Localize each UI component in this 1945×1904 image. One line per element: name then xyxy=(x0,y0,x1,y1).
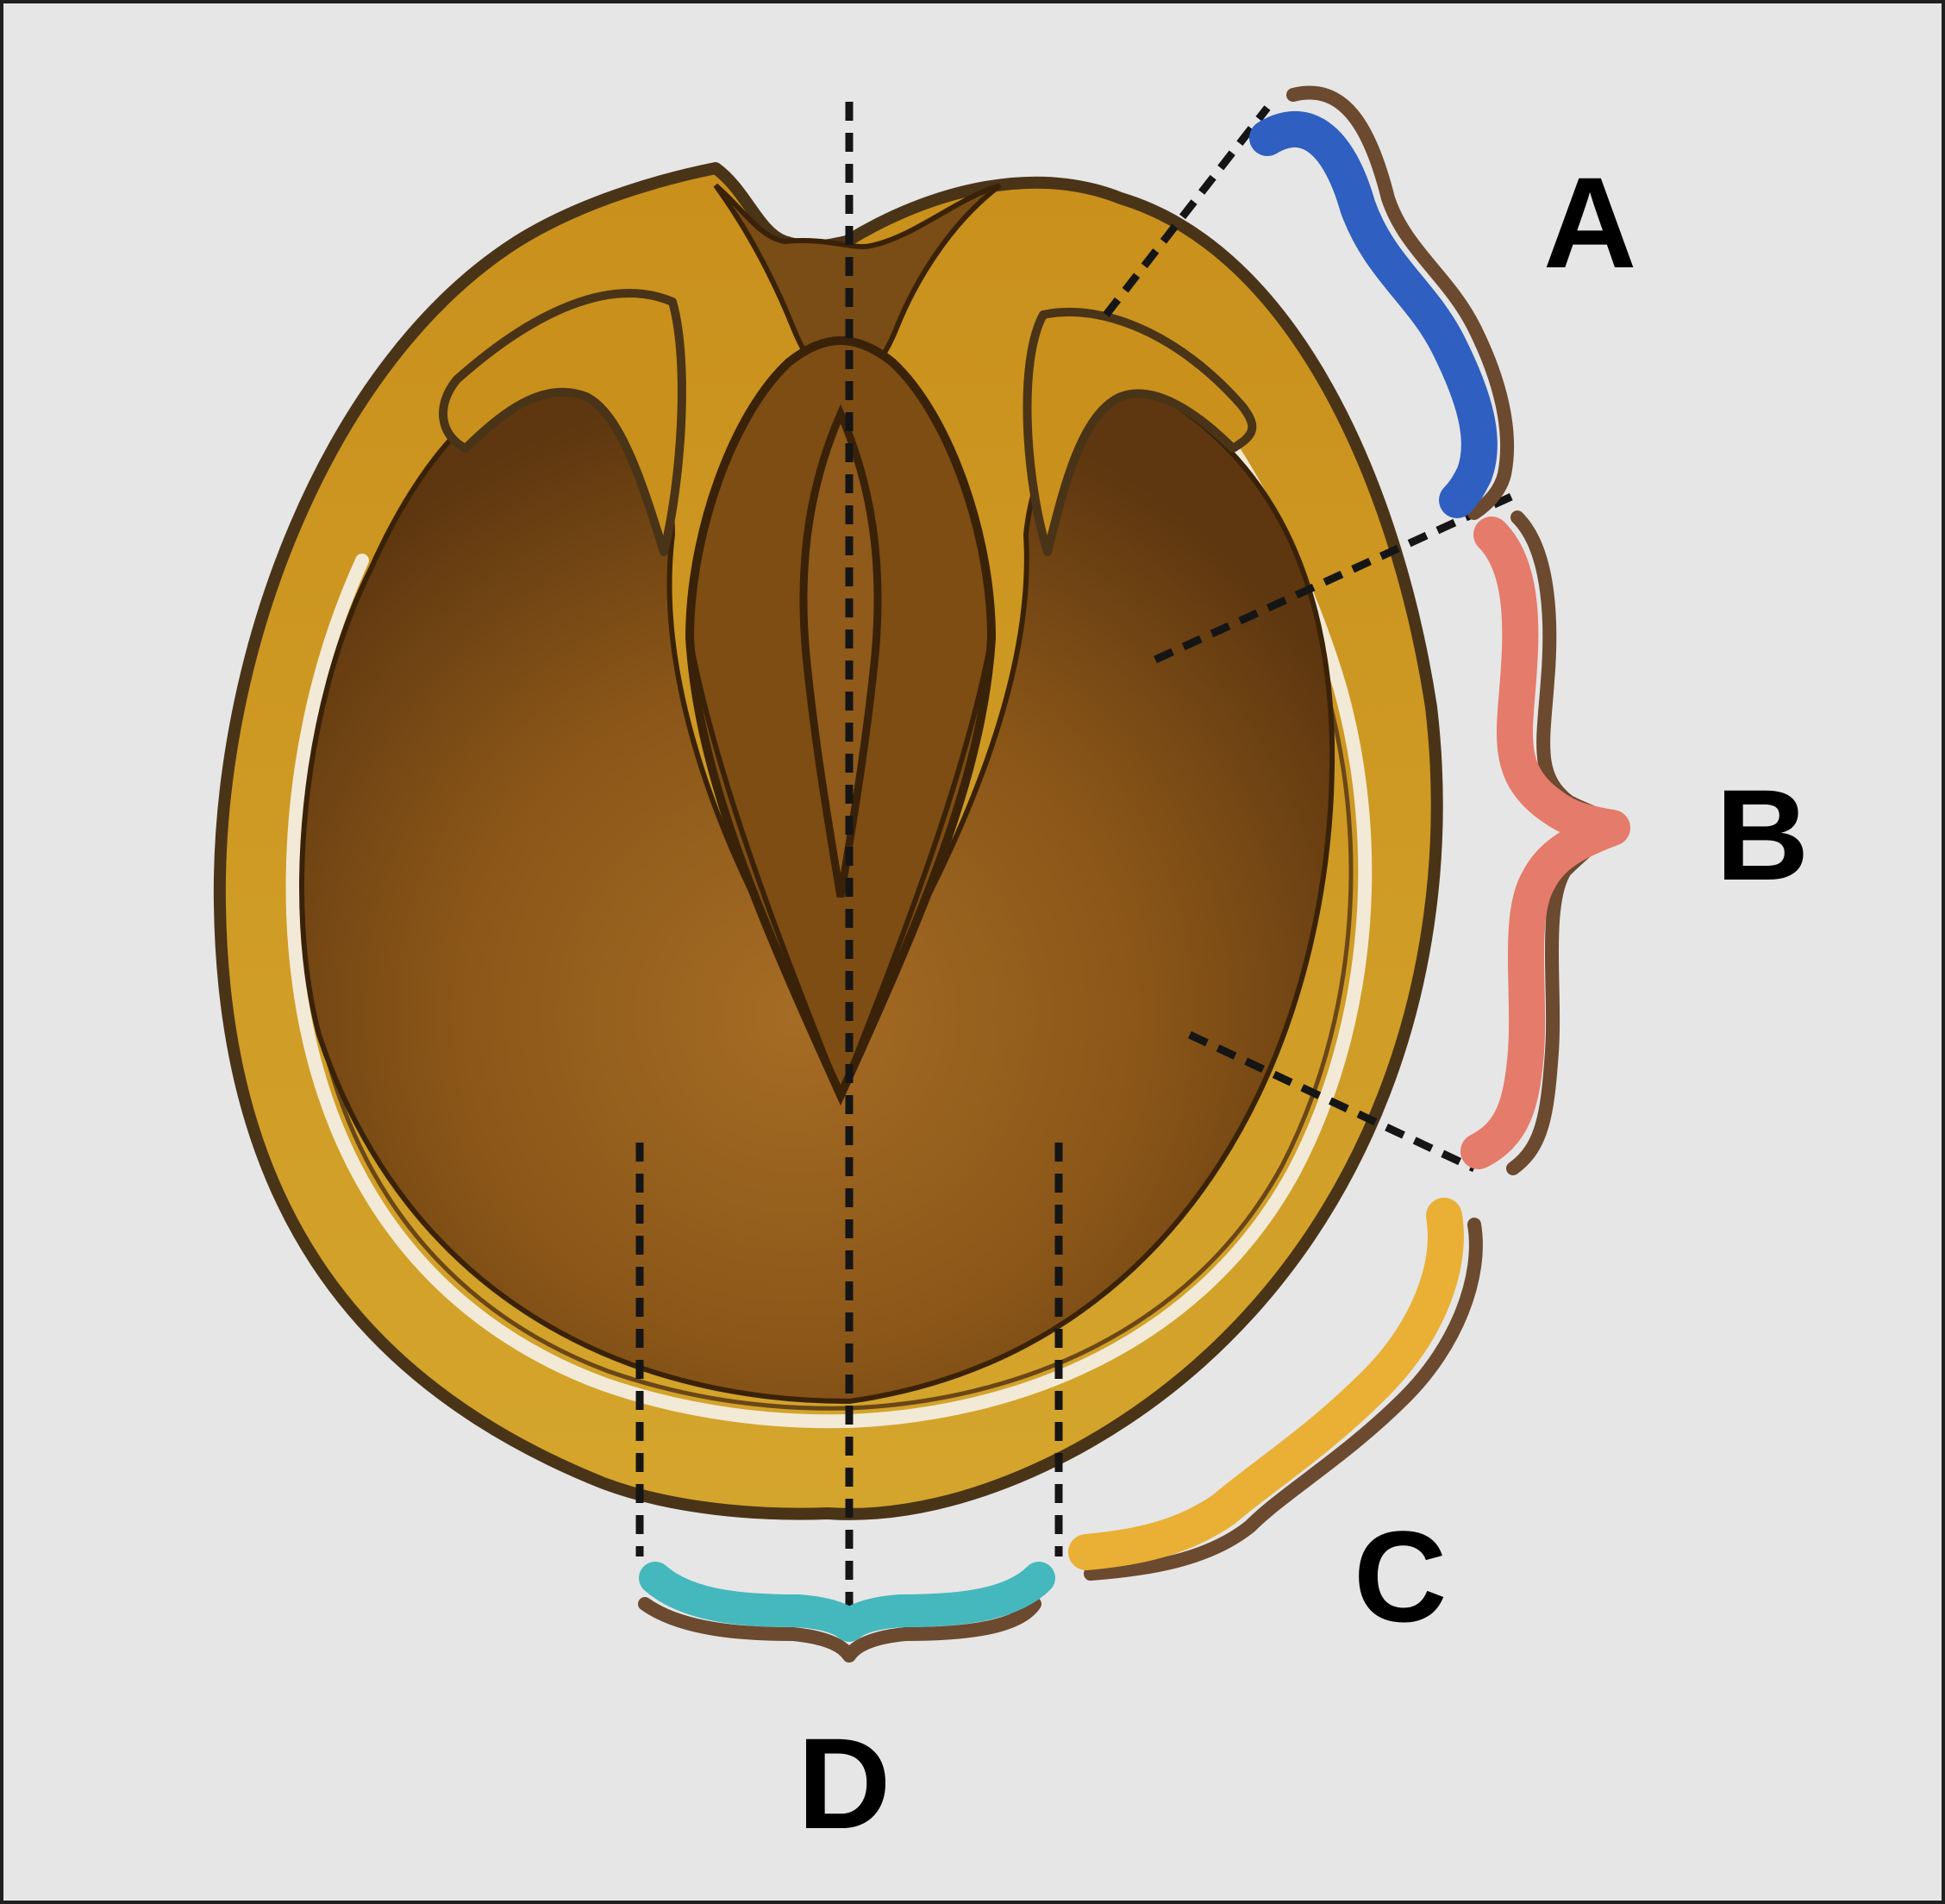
label-d: D xyxy=(797,1711,891,1856)
frog-central-sulcus xyxy=(799,404,882,898)
region-c-color xyxy=(1068,1198,1464,1570)
region-b-band xyxy=(1460,510,1630,1175)
region-a-band xyxy=(1249,85,1515,520)
white-line xyxy=(285,411,1373,1429)
quarter-upper-boundary xyxy=(1154,492,1515,664)
heel-boundary xyxy=(1103,105,1271,317)
collateral-groove-left xyxy=(687,637,843,1097)
hoof-illustration xyxy=(213,162,1443,1520)
region-d-band xyxy=(638,1562,1055,1663)
label-c: C xyxy=(1354,1504,1447,1649)
divider-lines xyxy=(635,102,1515,1621)
region-b-color xyxy=(1460,517,1630,1169)
bar-right xyxy=(1023,307,1257,556)
label-a: A xyxy=(1543,150,1636,295)
quarter-lower-boundary xyxy=(1188,1030,1476,1173)
region-d-outline xyxy=(638,1597,1041,1663)
collateral-groove-right xyxy=(838,637,994,1097)
region-d-color xyxy=(639,1562,1055,1642)
bar-left xyxy=(439,289,686,556)
label-b: B xyxy=(1716,762,1809,907)
region-a-outline xyxy=(1286,85,1515,520)
region-a-color xyxy=(1249,110,1498,518)
region-c-outline xyxy=(1084,1218,1483,1581)
region-c-band xyxy=(1068,1198,1483,1581)
